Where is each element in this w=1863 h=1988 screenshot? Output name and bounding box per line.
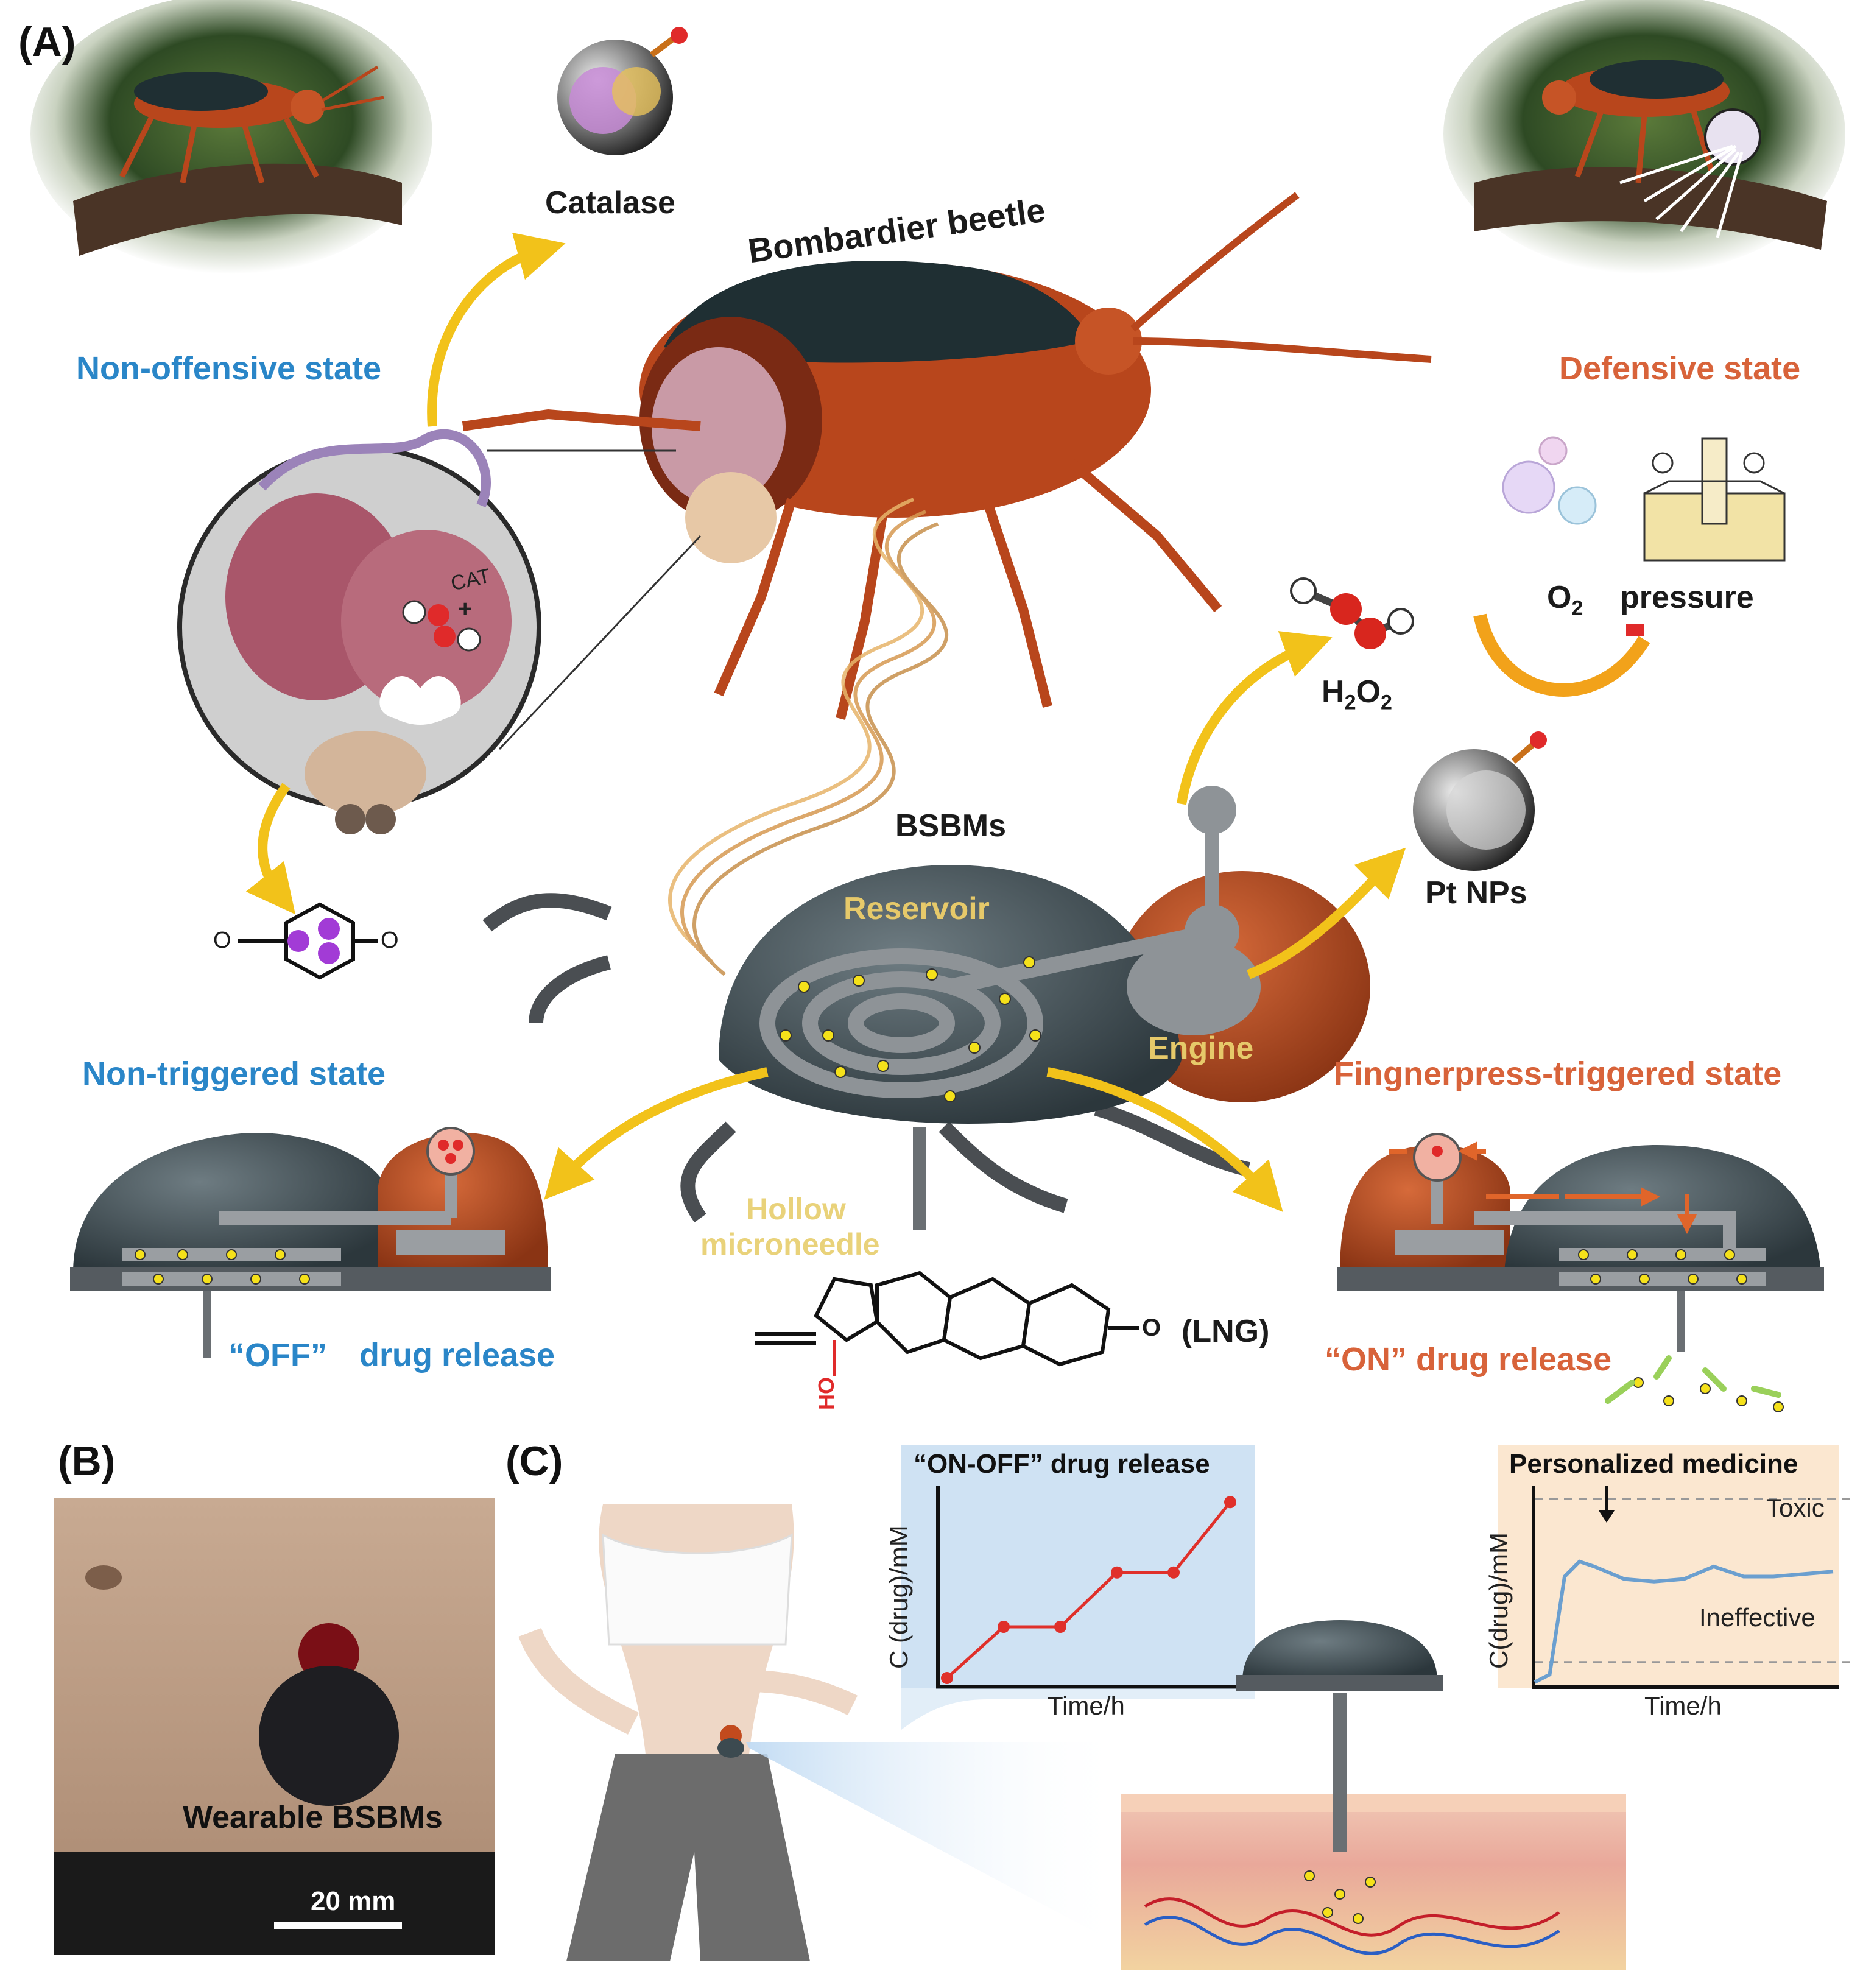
- lng-o-label: O: [1142, 1314, 1161, 1341]
- motion-trail: [668, 498, 949, 976]
- chart1-point: [1224, 1496, 1236, 1509]
- catalase-label: Catalase: [545, 185, 675, 220]
- off-quote-label: “OFF”: [228, 1337, 327, 1373]
- lng-molecule: [755, 1271, 1139, 1376]
- h2o2-molecule: [1290, 577, 1414, 649]
- chart1-point: [998, 1621, 1010, 1633]
- chart1-point: [1167, 1566, 1180, 1579]
- wearable-label: Wearable BSBMs: [183, 1800, 443, 1835]
- lng-label: (LNG): [1182, 1314, 1270, 1349]
- bsbm-device: [482, 786, 1370, 1230]
- branch-left: [73, 163, 402, 256]
- chart2-threshold-toxic: Toxic: [1766, 1493, 1825, 1522]
- quinone-molecule: [238, 902, 378, 980]
- bombardier-beetle-illustration: [462, 192, 1432, 720]
- engine-label: Engine: [1148, 1031, 1254, 1066]
- off-release-label: drug release: [359, 1337, 555, 1373]
- hollow-label: Hollow: [746, 1192, 846, 1226]
- chart2-series-line: [1534, 1559, 1834, 1684]
- reservoir-label: Reservoir: [843, 891, 990, 926]
- h2o2-h: H: [1322, 674, 1345, 710]
- o2-label: O2: [1547, 582, 1583, 618]
- chart2-xlabel: Time/h: [1644, 1691, 1722, 1720]
- branch-right: [1474, 167, 1827, 250]
- o2-pressure-label: pressure: [1620, 580, 1754, 615]
- on-off-chart: [901, 1445, 1255, 1730]
- o2-pressure-illustration: [1502, 436, 1786, 562]
- panel-c-label: (C): [505, 1438, 563, 1484]
- o2-cycle-arrow: [1473, 613, 1650, 697]
- chart2-ylabel: C(drug)/mM: [1484, 1532, 1513, 1669]
- chart1-title: “ON-OFF” drug release: [914, 1449, 1210, 1479]
- fingerpress-label: Fingnerpress-triggered state: [1334, 1056, 1782, 1092]
- lng-ho-label: HO: [814, 1377, 839, 1410]
- scale-label: 20 mm: [311, 1886, 396, 1916]
- light-beam: [746, 1742, 1127, 1949]
- chart2-title: Personalized medicine: [1509, 1449, 1798, 1479]
- off-device: [70, 1127, 551, 1358]
- drug-particles-on: [1578, 1249, 1784, 1412]
- chart1-series-line: [946, 1501, 1231, 1679]
- h2o2-sub2: 2: [1380, 691, 1392, 714]
- non-offensive-label: Non-offensive state: [76, 350, 382, 387]
- quinone-o-left: O: [213, 928, 231, 953]
- o2-sub: 2: [1571, 596, 1583, 620]
- chart1-point: [1054, 1621, 1066, 1633]
- chart1-point: [941, 1672, 953, 1684]
- yellow-arrows: [245, 232, 1406, 1212]
- h2o2-sub1: 2: [1344, 691, 1356, 714]
- h2o2-o: O: [1356, 674, 1381, 710]
- h2o2-label: H2O2: [1322, 676, 1392, 713]
- o2-o: O: [1547, 580, 1572, 615]
- defensive-label: Defensive state: [1559, 350, 1801, 387]
- woman-illustration: [518, 1498, 858, 1961]
- microneedle-label: microneedle: [700, 1227, 880, 1261]
- skin-cross-section: [1121, 1620, 1626, 1970]
- plus-label: +: [458, 596, 473, 622]
- chart1-ylabel: C (drug)/mM: [884, 1525, 913, 1669]
- panel-b-label: (B): [58, 1438, 116, 1484]
- pt-nps-label: Pt NPs: [1425, 875, 1527, 911]
- quinone-o-right: O: [381, 928, 399, 953]
- small-beetle-left: [119, 65, 384, 184]
- on-device: [1337, 1133, 1824, 1352]
- on-release-label: “ON” drug release: [1325, 1341, 1612, 1378]
- bsbms-label: BSBMs: [895, 808, 1007, 844]
- panel-a-label: (A): [18, 19, 76, 65]
- released-drug-bars: [1605, 1355, 1781, 1404]
- personalized-chart: [1498, 1445, 1851, 1689]
- chart1-xlabel: Time/h: [1048, 1691, 1125, 1720]
- chart1-point: [1111, 1566, 1123, 1579]
- chart2-threshold-ineffective: Ineffective: [1699, 1603, 1815, 1632]
- small-beetle-right: [1542, 60, 1761, 238]
- non-triggered-label: Non-triggered state: [82, 1056, 386, 1092]
- drug-particles-center: [780, 956, 1041, 1102]
- drug-particles-off: [135, 1249, 310, 1285]
